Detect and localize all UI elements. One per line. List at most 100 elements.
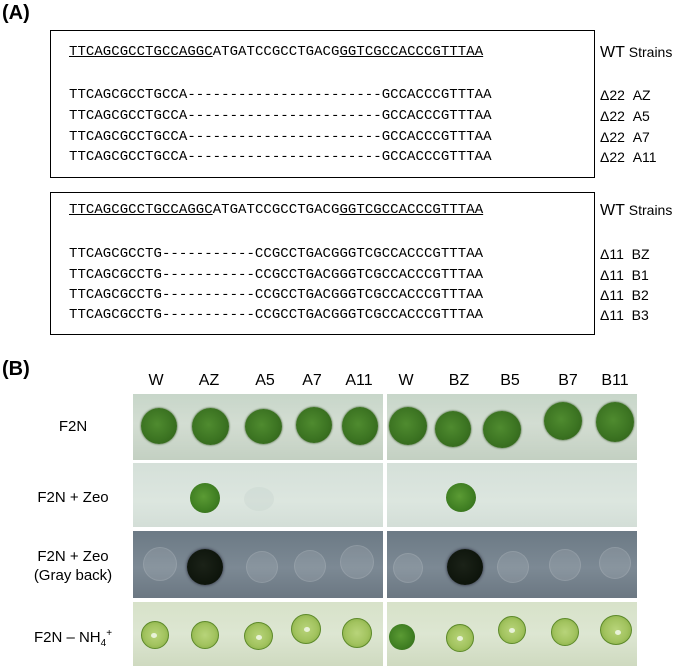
row-label-f2n-zeo-gray: F2N + Zeo (Gray back) bbox=[8, 547, 138, 585]
colony-az bbox=[192, 408, 229, 445]
strain-label-b-0: Δ11 BZ bbox=[600, 246, 650, 262]
plate-zeo-right bbox=[387, 463, 637, 527]
col-header-a5: A5 bbox=[255, 372, 275, 389]
seq-row-a-0: TTCAGCGCCTGCCA-----------------------GCC… bbox=[69, 87, 492, 103]
colony-bz bbox=[435, 411, 471, 447]
seq-row-b-1: TTCAGCGCCTG-----------CCGCCTGACGGGTCGCCA… bbox=[69, 267, 484, 283]
colony-b5 bbox=[498, 616, 526, 644]
wt-seq-b-underline-1: TTCAGCGCCTGCCAGGC bbox=[69, 202, 213, 218]
deletion-text: Δ22 bbox=[600, 87, 625, 103]
row-label-nh4-sup: + bbox=[106, 628, 113, 639]
wt-text-b: WT bbox=[600, 202, 625, 219]
deletion-text: Δ22 bbox=[600, 108, 625, 124]
seq-row-b-0: TTCAGCGCCTG-----------CCGCCTGACGGGTCGCCA… bbox=[69, 246, 484, 262]
seq-row-a-2: TTCAGCGCCTGCCA-----------------------GCC… bbox=[69, 129, 492, 145]
strain-text: A11 bbox=[632, 149, 657, 165]
colony-a7 bbox=[296, 407, 332, 443]
col-header-az: AZ bbox=[198, 372, 220, 389]
colony-b11 bbox=[596, 402, 634, 442]
deletion-text: Δ22 bbox=[600, 149, 625, 165]
colony-a5 bbox=[246, 551, 278, 583]
colony-b5 bbox=[497, 551, 529, 583]
sequence-box-b bbox=[50, 192, 595, 335]
seq-row-b-3: TTCAGCGCCTG-----------CCGCCTGACGGGTCGCCA… bbox=[69, 307, 484, 323]
plate-zeo-left bbox=[133, 463, 383, 527]
plate-zeo-gray-left bbox=[133, 531, 383, 598]
strain-label-a-0: Δ22 AZ bbox=[600, 87, 651, 103]
colony-b7 bbox=[551, 618, 579, 646]
colony-a11 bbox=[342, 618, 372, 648]
strain-label-b-3: Δ11 B3 bbox=[600, 307, 649, 323]
row-label-line2: (Gray back) bbox=[33, 567, 113, 584]
colony-a7 bbox=[291, 614, 321, 644]
wt-seq-b-underline-2: GGTCGCCACCCGTTTAA bbox=[339, 202, 484, 218]
plate-nh4-right bbox=[387, 602, 637, 666]
colony-a5 bbox=[245, 409, 282, 444]
col-header-w-b: W bbox=[398, 372, 414, 389]
row-label-f2n: F2N bbox=[58, 418, 88, 435]
colony-b5 bbox=[483, 411, 521, 448]
colony-a5 bbox=[244, 622, 273, 650]
col-header-w-a: W bbox=[148, 372, 164, 389]
wt-seq-a-mid: ATGATCCGCCTGACG bbox=[212, 44, 340, 60]
plate-f2n-left bbox=[133, 394, 383, 460]
strain-label-a-1: Δ22 A5 bbox=[600, 108, 650, 124]
colony-az bbox=[191, 621, 219, 649]
panel-b-label: (B) bbox=[2, 358, 30, 380]
wt-text-a: WT bbox=[600, 44, 625, 61]
colony-w bbox=[141, 621, 169, 649]
colony-a5 bbox=[244, 487, 274, 511]
deletion-text: Δ11 bbox=[600, 287, 624, 303]
colony-w bbox=[143, 547, 177, 581]
row-label-f2n-zeo: F2N + Zeo bbox=[37, 489, 109, 506]
strains-text-a: Strains bbox=[628, 44, 673, 60]
col-header-a7: A7 bbox=[302, 372, 322, 389]
row-label-f2n-nh4: F2N – NH4+ bbox=[8, 624, 138, 653]
strain-text: A7 bbox=[632, 129, 650, 145]
strain-text: B2 bbox=[631, 287, 649, 303]
colony-a7 bbox=[294, 550, 326, 582]
colony-w bbox=[389, 407, 427, 445]
strain-text: B3 bbox=[631, 307, 649, 323]
seq-row-b-2: TTCAGCGCCTG-----------CCGCCTGACGGGTCGCCA… bbox=[69, 287, 484, 303]
strain-text: BZ bbox=[631, 246, 650, 262]
strain-text: B1 bbox=[631, 267, 649, 283]
colony-w bbox=[393, 553, 423, 583]
wt-seq-b-mid: ATGATCCGCCTGACG bbox=[212, 202, 340, 218]
seq-row-a-3: TTCAGCGCCTGCCA-----------------------GCC… bbox=[69, 149, 492, 165]
strain-text: A5 bbox=[632, 108, 650, 124]
wt-label-b: WT Strains bbox=[600, 202, 672, 219]
strain-label-a-2: Δ22 A7 bbox=[600, 129, 650, 145]
wt-sequence-b: TTCAGCGCCTGCCAGGCATGATCCGCCTGACGGGTCGCCA… bbox=[69, 202, 483, 218]
seq-row-a-1: TTCAGCGCCTGCCA-----------------------GCC… bbox=[69, 108, 492, 124]
plate-nh4-left bbox=[133, 602, 383, 666]
sequence-box-a bbox=[50, 30, 595, 178]
deletion-text: Δ22 bbox=[600, 129, 625, 145]
col-header-b5: B5 bbox=[500, 372, 520, 389]
deletion-text: Δ11 bbox=[600, 267, 624, 283]
row-label-nh4-sub: 4 bbox=[100, 638, 107, 649]
wt-seq-a-underline-1: TTCAGCGCCTGCCAGGC bbox=[69, 44, 213, 60]
strains-text-b: Strains bbox=[628, 202, 673, 218]
strain-label-a-3: Δ22 A11 bbox=[600, 149, 657, 165]
colony-w bbox=[141, 408, 177, 444]
strain-label-b-1: Δ11 B1 bbox=[600, 267, 649, 283]
wt-seq-a-underline-2: GGTCGCCACCCGTTTAA bbox=[339, 44, 484, 60]
panel-a-label: (A) bbox=[2, 2, 30, 24]
strain-label-b-2: Δ11 B2 bbox=[600, 287, 649, 303]
colony-bz bbox=[446, 483, 476, 512]
plate-f2n-right bbox=[387, 394, 637, 460]
col-header-bz: BZ bbox=[448, 372, 470, 389]
colony-bz bbox=[446, 624, 474, 652]
wt-sequence-a: TTCAGCGCCTGCCAGGCATGATCCGCCTGACGGGTCGCCA… bbox=[69, 44, 483, 60]
colony-az bbox=[187, 549, 223, 585]
wt-label-a: WT Strains bbox=[600, 44, 672, 61]
col-header-b11: B11 bbox=[601, 372, 629, 389]
colony-az bbox=[190, 483, 220, 513]
colony-b7 bbox=[544, 402, 582, 440]
colony-b7 bbox=[549, 549, 581, 581]
col-header-a11: A11 bbox=[345, 372, 373, 389]
colony-b11 bbox=[599, 547, 631, 579]
strain-text: AZ bbox=[632, 87, 651, 103]
row-label-line1: F2N + Zeo bbox=[37, 548, 109, 565]
